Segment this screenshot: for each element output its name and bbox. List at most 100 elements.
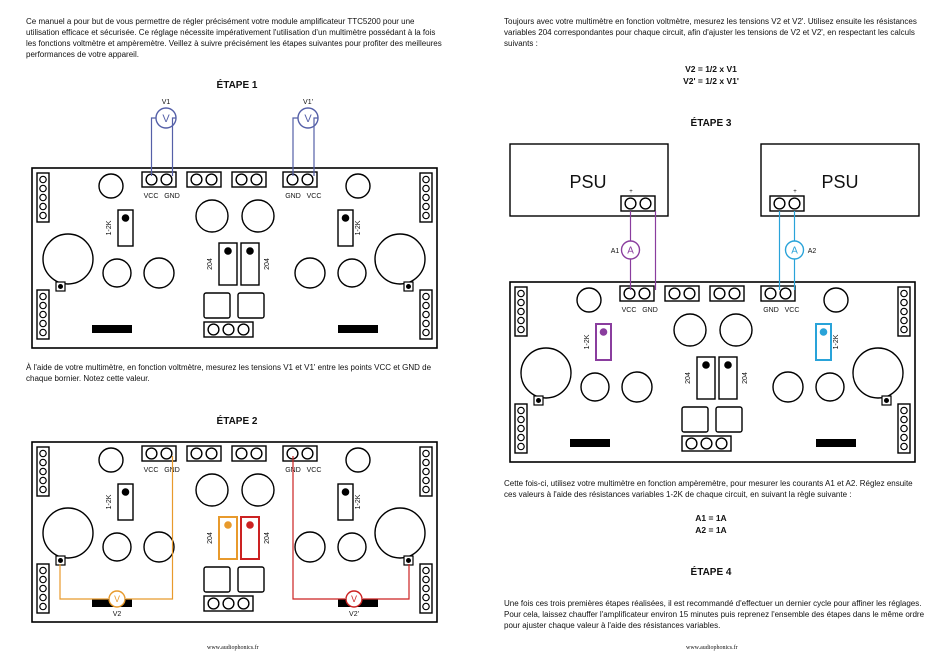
side-header-pin xyxy=(517,289,525,298)
side-header-pin xyxy=(422,485,430,494)
terminal-right-pin xyxy=(779,287,792,300)
side-header-pin xyxy=(517,433,525,442)
mount-hole-dot xyxy=(536,398,541,403)
terminal-left-pin xyxy=(160,447,173,460)
voltmeter-v1p-letter: V xyxy=(304,113,312,125)
side-header-pin xyxy=(39,202,47,211)
vcc-label-left: VCC xyxy=(622,307,637,314)
side-header-pin xyxy=(422,602,430,611)
mount-hole-dot xyxy=(58,284,63,289)
capacitor xyxy=(143,531,175,563)
label-1-2k-left: 1-2K xyxy=(106,220,113,235)
capacitor xyxy=(98,447,124,473)
side-header-pin xyxy=(39,211,47,220)
vcc-label-right: VCC xyxy=(785,307,800,314)
mount-hole-dot xyxy=(58,558,63,563)
side-header-pin xyxy=(517,415,525,424)
probe-wire-v2 xyxy=(126,456,174,600)
label-1-2k-right: 1-2K xyxy=(355,494,362,509)
side-header-pin xyxy=(900,298,908,307)
trimmer-1-2k-right-dot xyxy=(341,214,350,222)
footer-link[interactable]: www.audiophonics.fr xyxy=(686,645,738,651)
step4-text: Une fois ces trois premières étapes réal… xyxy=(504,599,925,630)
vcc-label-left: VCC xyxy=(144,193,159,200)
psu-right-plus: + xyxy=(793,189,797,195)
terminal-output-pin xyxy=(685,437,698,450)
trimmer-1-2k-left-dot xyxy=(599,328,608,336)
probe-wire-v2 xyxy=(59,564,108,600)
big-capacitor xyxy=(42,233,94,285)
terminal-right-pin xyxy=(301,173,314,186)
terminal-output-pin xyxy=(207,323,220,336)
side-header-pin xyxy=(39,458,47,467)
voltmeter-v2 xyxy=(108,590,126,608)
side-header-pin xyxy=(422,193,430,202)
side-header-pin xyxy=(39,467,47,476)
capacitor xyxy=(337,258,367,288)
side-header-pin xyxy=(39,292,47,301)
formula-v2p: V2' = 1/2 x V1' xyxy=(683,76,739,86)
transistor xyxy=(203,566,231,593)
footer-link[interactable]: www.audiophonics.fr xyxy=(207,645,259,651)
terminal-left-pin xyxy=(623,287,636,300)
capacitor xyxy=(580,372,610,402)
black-bar xyxy=(92,325,132,333)
terminal-output-pin xyxy=(715,437,728,450)
label-204-right: 204 xyxy=(742,372,749,384)
terminal-mid-left-pin xyxy=(683,287,696,300)
side-header-pin xyxy=(39,449,47,458)
terminal-right-pin xyxy=(301,447,314,460)
capacitor xyxy=(719,313,753,347)
trimmer-204-right-dot xyxy=(724,361,732,369)
terminal-output-pin xyxy=(222,597,235,610)
big-capacitor xyxy=(520,347,572,399)
mount-hole-dot xyxy=(884,398,889,403)
trimmer-204-left xyxy=(696,356,716,400)
trimmer-204-left-dot xyxy=(224,521,232,529)
big-capacitor xyxy=(374,233,426,285)
big-capacitor xyxy=(852,347,904,399)
a2-label: A2 xyxy=(808,248,817,255)
side-header-pin xyxy=(39,319,47,328)
v1-label: V1 xyxy=(162,99,171,106)
step4-title: ÉTAPE 4 xyxy=(690,567,732,578)
terminal-left-pin xyxy=(145,447,158,460)
side-header-pin xyxy=(900,289,908,298)
capacitor xyxy=(195,199,229,233)
trimmer-204-left xyxy=(218,516,238,560)
big-capacitor xyxy=(374,507,426,559)
transistor xyxy=(237,292,265,319)
capacitor xyxy=(337,532,367,562)
trimmer-204-right-dot xyxy=(246,247,254,255)
capacitor xyxy=(241,473,275,507)
side-header-pin xyxy=(422,593,430,602)
capacitor xyxy=(98,173,124,199)
trimmer-1-2k-right-dot xyxy=(341,488,350,496)
intro-text: Ce manuel a pour but de vous permettre d… xyxy=(26,17,442,59)
capacitor xyxy=(815,372,845,402)
side-header-pin xyxy=(517,442,525,451)
probe-wire xyxy=(171,117,176,176)
voltmeter-v2p-letter: V xyxy=(351,594,357,604)
label-1-2k-right: 1-2K xyxy=(833,334,840,349)
terminal-mid-left-pin xyxy=(190,173,203,186)
psu-left-terminal-pin xyxy=(639,197,652,210)
terminal-output-pin xyxy=(700,437,713,450)
capacitor xyxy=(195,473,229,507)
formula-v2: V2 = 1/2 x V1 xyxy=(685,64,737,74)
trimmer-1-2k-left xyxy=(117,209,134,247)
side-header-pin xyxy=(422,184,430,193)
side-header-pin xyxy=(39,584,47,593)
ammeter-a1-letter: A xyxy=(627,246,634,257)
side-header-pin xyxy=(422,584,430,593)
trimmer-204-left xyxy=(218,242,238,286)
psu-right-label: PSU xyxy=(821,172,858,192)
v1p-label: V1' xyxy=(303,99,313,106)
label-1-2k-left: 1-2K xyxy=(106,494,113,509)
side-header-pin xyxy=(39,566,47,575)
probe-wire xyxy=(292,117,298,176)
vcc-label-right: VCC xyxy=(307,193,322,200)
trimmer-1-2k-right-dot xyxy=(819,328,828,336)
trimmer-204-right xyxy=(240,242,260,286)
